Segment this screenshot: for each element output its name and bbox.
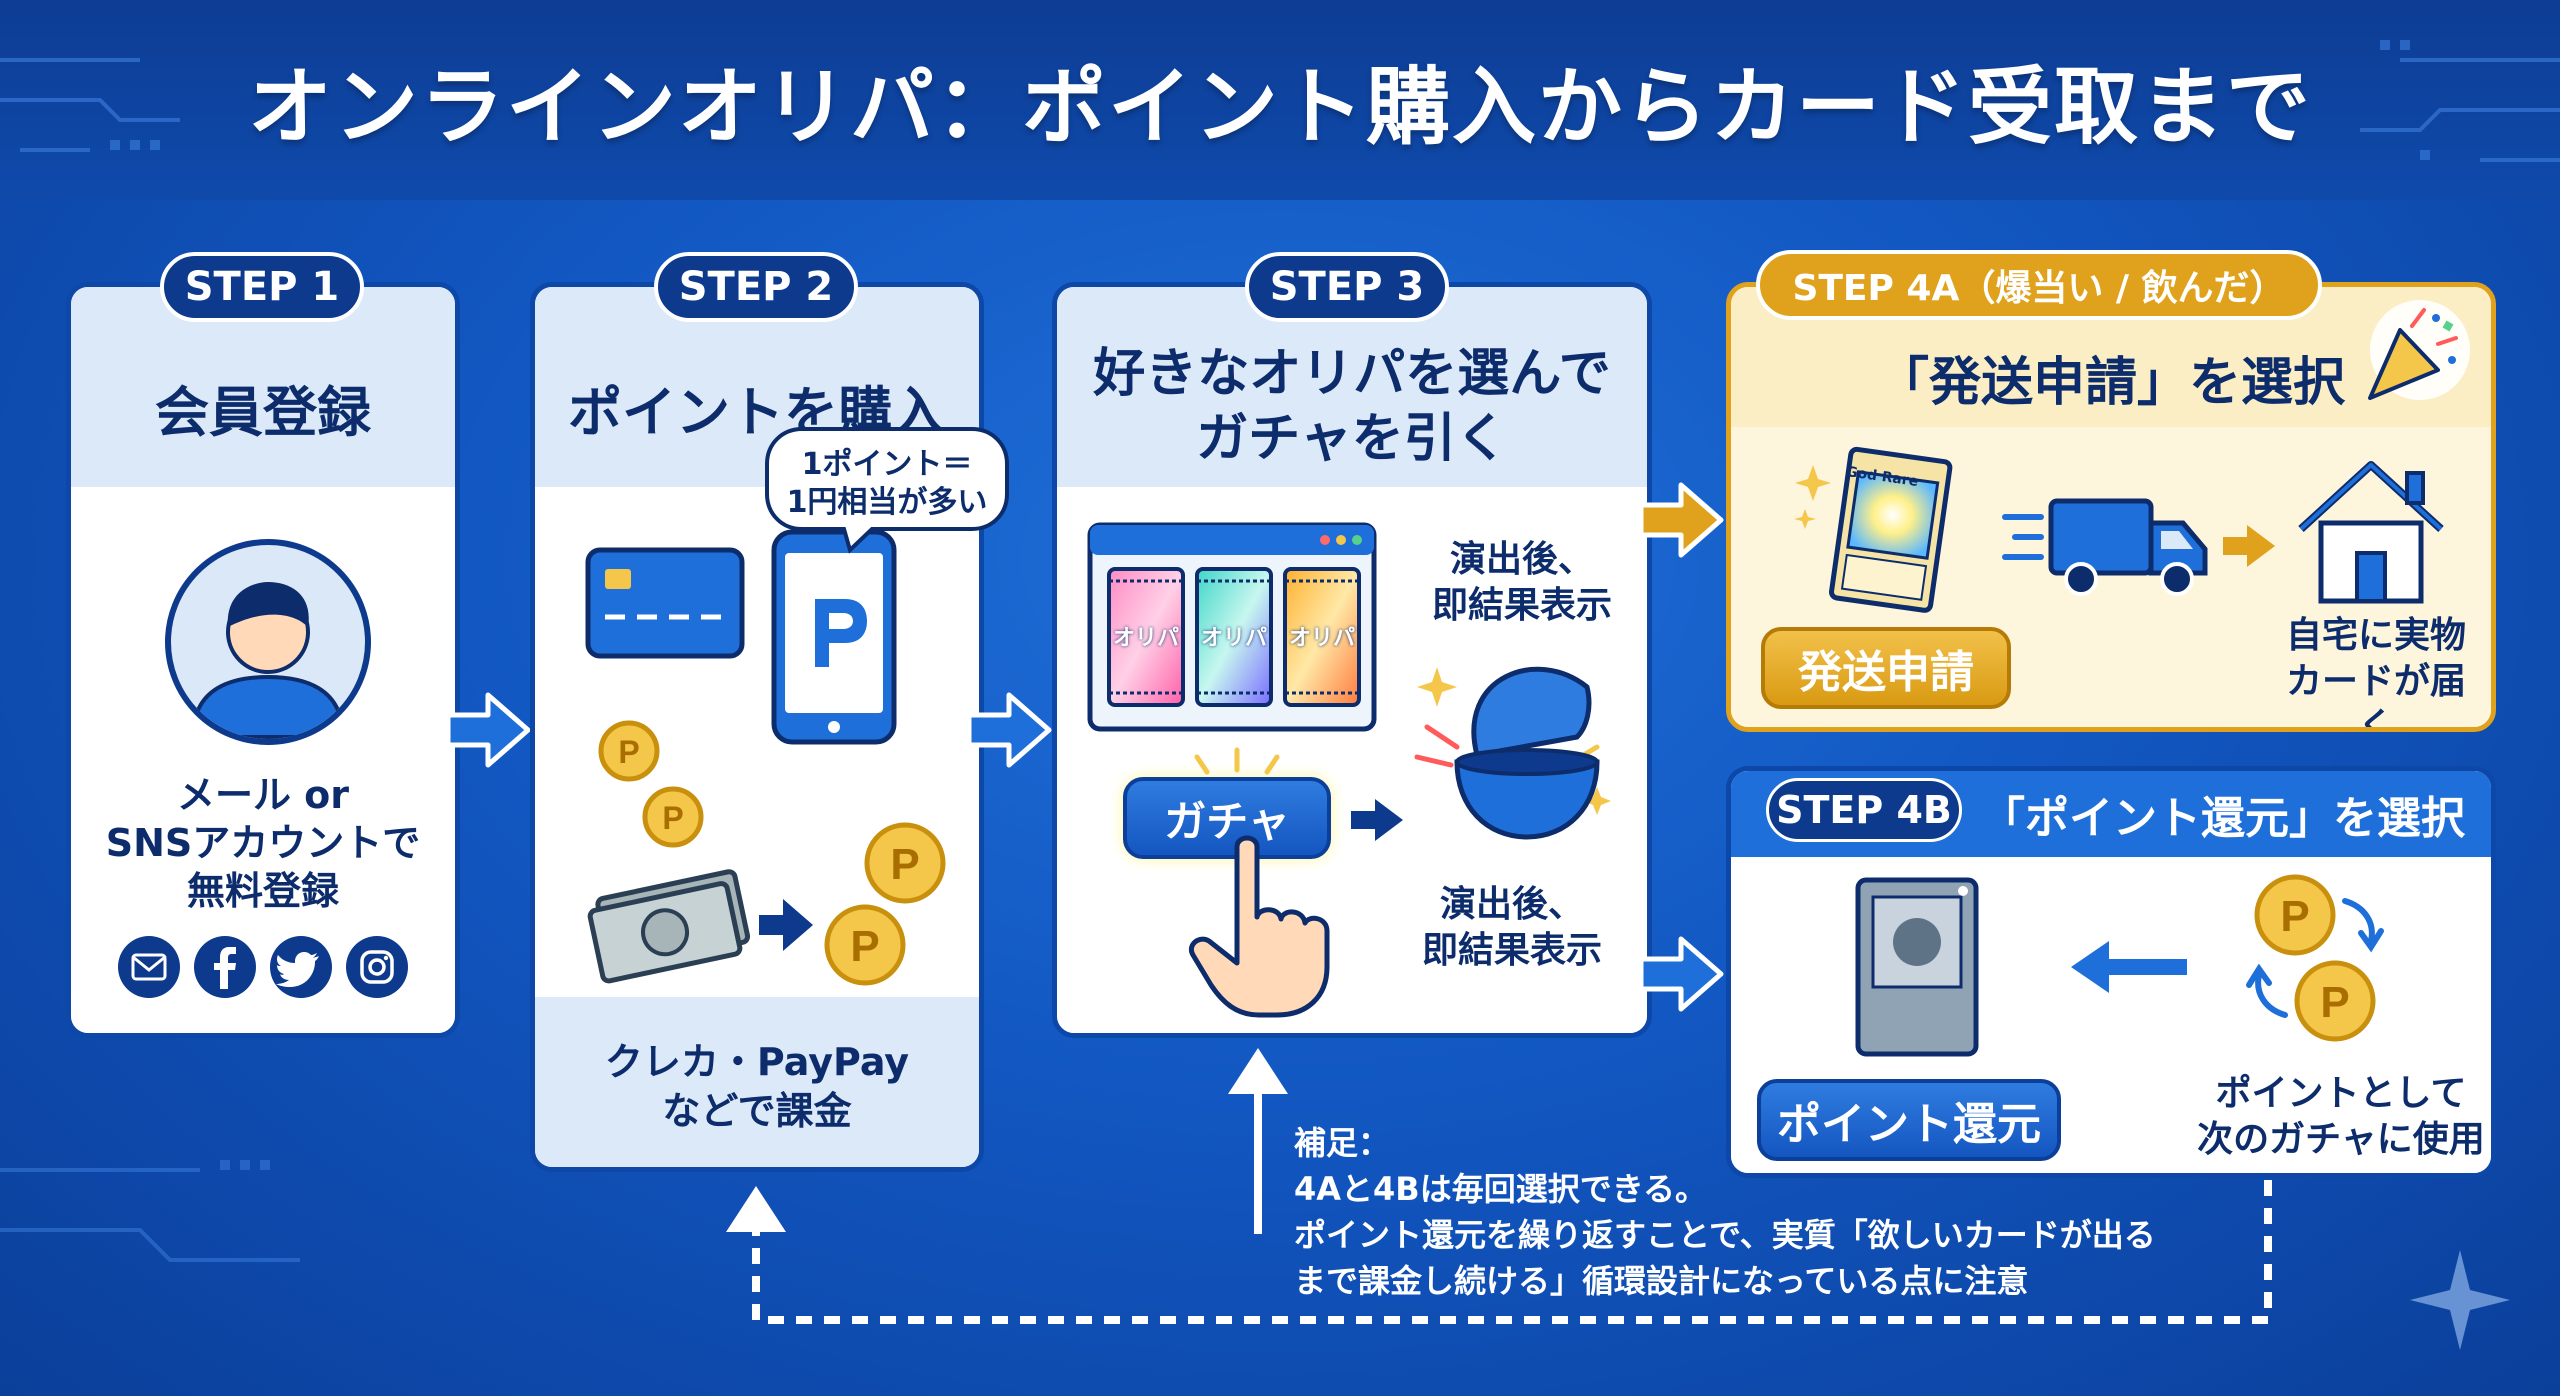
step4a-result-line2: カードが届く (2285, 661, 2466, 732)
svg-text:P: P (2280, 892, 2309, 941)
note-line2: 4Aと4Bは毎回選択できる。 (1294, 1170, 1708, 1208)
step4b-result-line1: ポイントとして (2215, 1073, 2467, 1114)
delivery-arrow-icon (2223, 525, 2275, 567)
step4b-card: 「ポイント還元」を選択 ポイント還元 P P ポイントとして 次のガチャに使用 (1726, 766, 2496, 1178)
point-coins-icon: P P (824, 822, 946, 986)
step1-body: メール or SNSアカウントで 無料登録 (71, 487, 455, 1033)
svg-text:P: P (662, 800, 683, 836)
pack-orange[interactable] (1283, 567, 1361, 707)
sparkle-decoration (2410, 1250, 2510, 1350)
step2-body: P P P P (535, 487, 979, 997)
point-refund-button[interactable]: ポイント還元 (1757, 1079, 2061, 1161)
party-popper-icon (2368, 300, 2470, 400)
step3-heading-line1: 好きなオリパを選んで (1093, 344, 1611, 404)
result-bottom-line2: 即結果表示 (1421, 930, 1602, 971)
pack-label-3: オリパ (1288, 626, 1355, 651)
gacha-button[interactable]: ガチャ (1123, 777, 1331, 859)
pack-label-2: オリパ (1200, 626, 1267, 651)
step4a-badge: STEP 4A（爆当い / 飲んだ） (1756, 250, 2322, 320)
tap-sparkle-icon (1194, 747, 1280, 775)
note-line3: ポイント還元を繰り返すことで、実質「欲しいカードが出る (1294, 1216, 2156, 1254)
delivery-truck-icon (2002, 498, 2208, 596)
step4b-result-line2: 次のガチャに使用 (2197, 1119, 2485, 1160)
shipping-request-button[interactable]: 発送申請 (1761, 627, 2011, 709)
speech-bubble (765, 427, 1009, 554)
step4b-heading: 「ポイント還元」を選択 (1981, 793, 2465, 844)
return-arrow-icon (2071, 941, 2187, 993)
home-icon (2298, 461, 2444, 604)
step3-body: オリパ オリパ オリパ 演出後、 即結果表示 ガチャ 演出後、 即結果表示 (1057, 487, 1647, 1033)
pack-label-1: オリパ (1112, 626, 1179, 651)
step1-heading: 会員登録 (155, 380, 371, 444)
circuit-decoration-right (2360, 40, 2560, 162)
step4a-heading: 「発送申請」を選択 (1876, 352, 2345, 413)
svg-text:P: P (850, 922, 879, 971)
step1-text-line2: SNSアカウントで (105, 821, 421, 865)
circuit-decoration-bottom-left (0, 1160, 300, 1262)
bubble-text-line2: 1円相当が多い (786, 485, 988, 520)
smartphone-paypay-icon (771, 529, 897, 745)
pack-teal[interactable] (1195, 567, 1273, 707)
mail-icon[interactable] (117, 935, 181, 999)
svg-text:P: P (2320, 978, 2349, 1027)
circuit-decoration-left (0, 58, 180, 152)
header-bar: オンラインオリパ：ポイント購入からカード受取まで (0, 0, 2560, 200)
step4b-badge: STEP 4B (1766, 778, 1962, 842)
result-top-line1: 演出後、 (1449, 539, 1594, 580)
step4a-body: God Rare 発送申請 自宅に実物 カードが届く (1731, 427, 2491, 732)
note-line4: まで課金し続ける」循環設計になっている点に注意 (1294, 1262, 2029, 1300)
step1-badge: STEP 1 (160, 252, 364, 322)
arrow-step3-to-step4b (1638, 936, 1724, 1012)
cash-icon (587, 869, 751, 984)
step2-footer-line2: などで課金 (662, 1089, 852, 1133)
svg-text:P: P (618, 734, 639, 770)
user-avatar-icon (165, 539, 371, 745)
exchange-arrow-icon (759, 899, 813, 951)
god-rare-card-icon (1794, 446, 1953, 613)
step3-heading-line2: ガチャを引く (1196, 409, 1508, 469)
step4a-result-line1: 自宅に実物 (2285, 615, 2466, 656)
bubble-text-line1: 1ポイント＝ (801, 447, 973, 482)
step4a-card: 「発送申請」を選択 God Rare (1726, 282, 2496, 732)
pack-pink[interactable] (1107, 567, 1185, 707)
result-bottom-line1: 演出後、 (1439, 884, 1584, 925)
step1-text-line1: メール or (176, 773, 350, 817)
hand-pointer-icon (1189, 835, 1330, 1018)
arrow-step2-to-step3 (966, 692, 1052, 768)
step1-text-line3: 無料登録 (186, 869, 339, 913)
card-icon (1855, 877, 1979, 1057)
step2-footer-line1: クレカ・PayPay (604, 1039, 910, 1084)
svg-text:P: P (890, 840, 919, 889)
instagram-icon[interactable] (345, 935, 409, 999)
note-line1: 補足： (1294, 1124, 1391, 1162)
page-title: オンラインオリパ：ポイント購入からカード受取まで (247, 57, 2312, 156)
step2-footer-area: クレカ・PayPay などで課金 (535, 997, 979, 1167)
step2-badge: STEP 2 (654, 252, 858, 322)
arrow-step1-to-step2 (445, 692, 531, 768)
step3-card: 好きなオリパを選んで ガチャを引く オリパ オリパ オリパ 演出後、 即結果表示 (1052, 282, 1652, 1038)
result-top-line2: 即結果表示 (1431, 585, 1612, 626)
arrow-step3-to-step4a (1638, 482, 1724, 558)
gacha-arrow-icon (1351, 799, 1403, 841)
twitter-icon[interactable] (269, 935, 333, 999)
step3-badge: STEP 3 (1245, 252, 1449, 322)
credit-card-icon (585, 547, 745, 659)
facebook-icon[interactable] (193, 935, 257, 999)
step4b-body: ポイント還元 P P ポイントとして 次のガチャに使用 (1731, 857, 2491, 1173)
gacha-capsule-icon (1414, 666, 1611, 840)
coins-icon: P P (598, 720, 704, 848)
point-cycle-icon: P P (2246, 874, 2384, 1042)
